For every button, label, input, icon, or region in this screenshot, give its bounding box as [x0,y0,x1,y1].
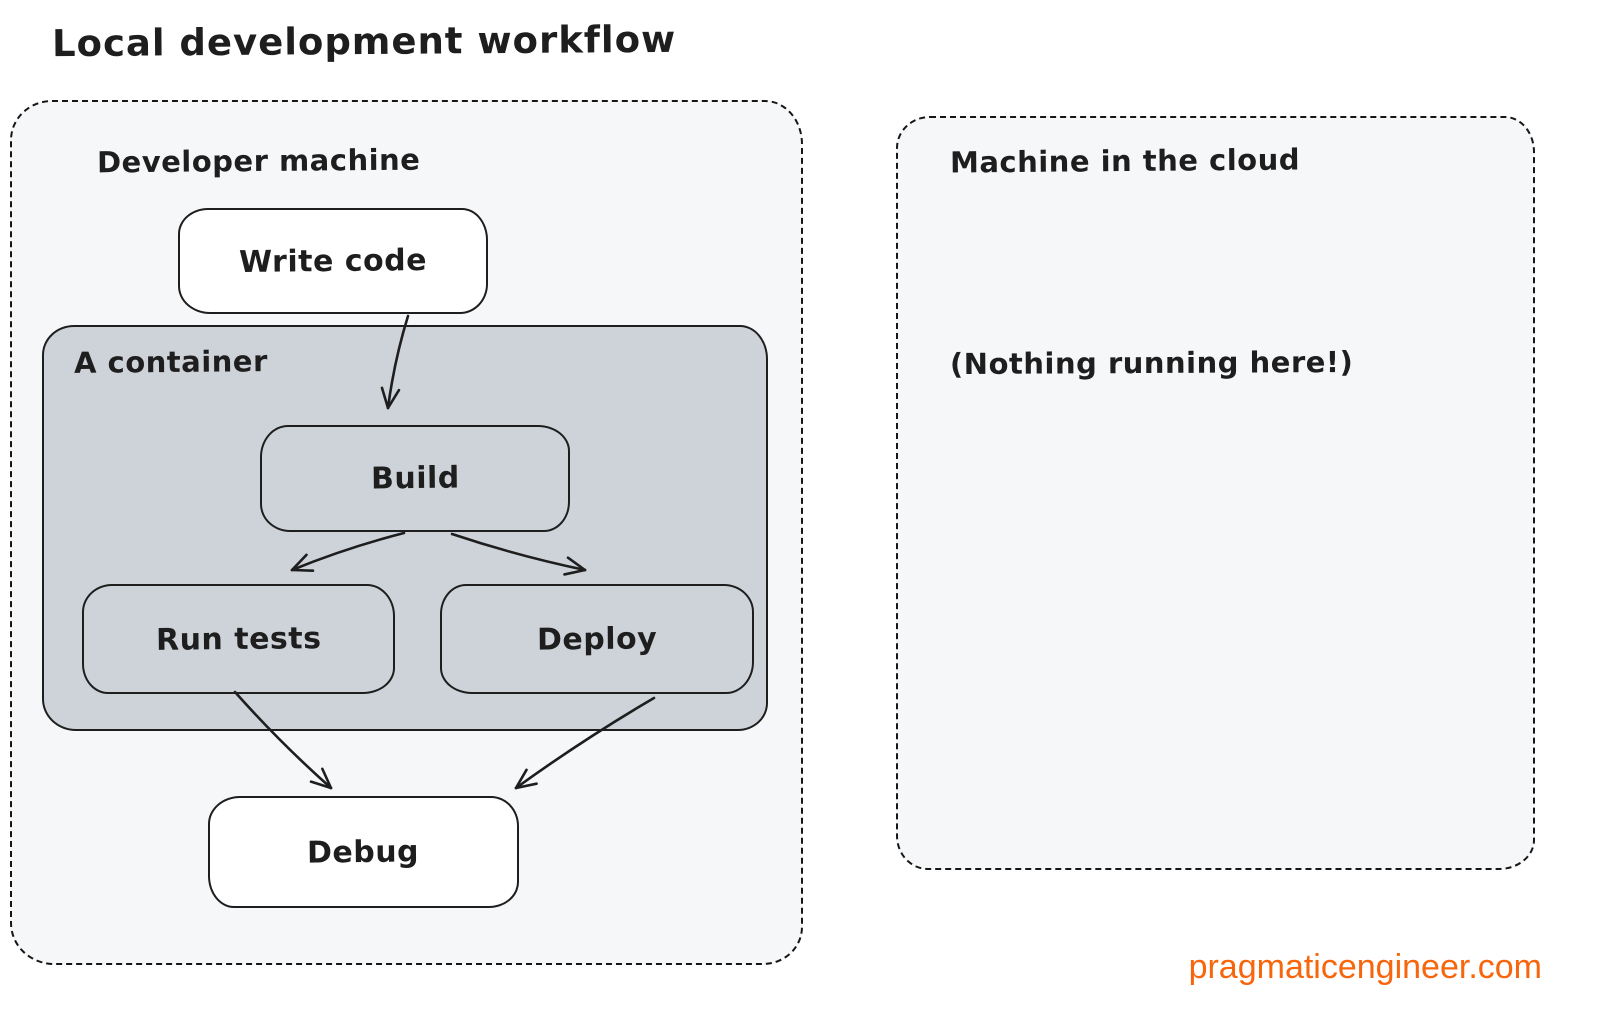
container-label: A container [73,344,268,380]
cloud-machine-label: Machine in the cloud [949,142,1301,180]
node-build: Build [260,425,570,532]
diagram-title: Local development workflow [51,17,677,66]
node-write-code-label: Write code [238,242,428,280]
node-deploy-label: Deploy [536,620,658,658]
developer-machine-label: Developer machine [96,142,421,180]
node-debug: Debug [208,796,519,908]
brand-watermark: pragmaticengineer.com [1188,948,1542,986]
node-write-code: Write code [178,208,488,314]
node-build-label: Build [370,460,460,497]
node-run-tests: Run tests [82,584,395,694]
node-deploy: Deploy [440,584,754,694]
container-panel: A container Build Run tests Deploy [42,325,768,731]
node-run-tests-label: Run tests [155,620,322,658]
developer-machine-panel: Developer machine Write code A container… [10,100,803,965]
cloud-machine-panel: Machine in the cloud (Nothing running he… [896,116,1535,870]
cloud-machine-note: (Nothing running here!) [949,344,1354,382]
node-debug-label: Debug [307,833,420,871]
